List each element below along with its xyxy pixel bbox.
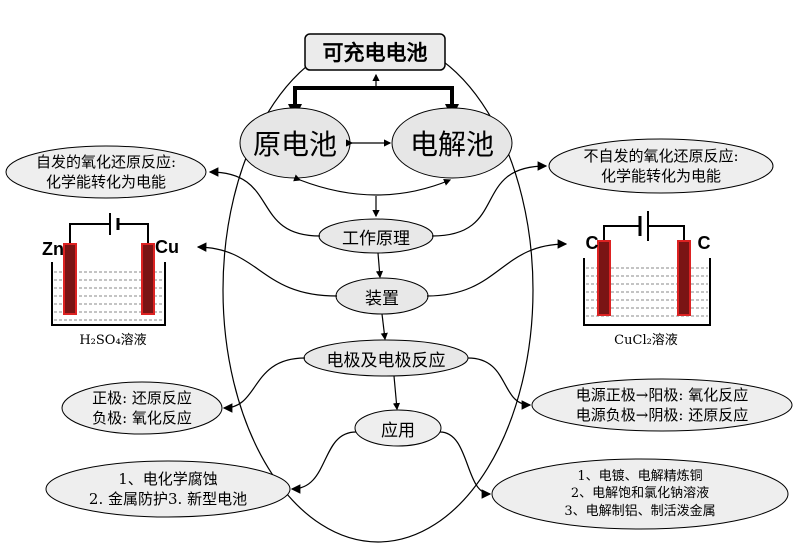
right-electrodes-bubble [531, 378, 793, 432]
left-cell-electrode-right: Cu [155, 236, 179, 257]
left-cell-apparatus [51, 213, 166, 326]
left-principle-line-2: 化学能转化为电能 [45, 173, 166, 191]
right-principle-text: 不自发的氧化还原反应: 化学能转化为电能 [551, 142, 771, 190]
right-application-line-2: 2、电解饱和氯化钠溶液 [570, 486, 710, 502]
right-principle-line-2: 化学能转化为电能 [600, 167, 721, 185]
electrodes-label: 电极及电极反应 [326, 350, 446, 371]
right-principle-bubble [548, 138, 774, 194]
left-principle-line-1: 自发的氧化还原反应: [35, 152, 177, 171]
right-electrodes-line-2: 电源负极→阴极: 还原反应 [575, 406, 749, 424]
right-cell-solution: CuCl₂溶液 [614, 332, 678, 348]
left-electrodes-bubble [61, 381, 223, 435]
right-application-line-1: 1、电镀、电解精炼铜 [577, 468, 703, 484]
left-application-text: 1、电化学腐蚀 2. 金属防护3. 新型电池 [48, 464, 288, 514]
working-principle-label: 工作原理 [342, 228, 410, 249]
electrolytic-cell-label: 电解池 [409, 128, 494, 161]
title-label: 可充电电池 [322, 40, 428, 65]
left-cell-solution: H₂SO₄溶液 [79, 332, 147, 348]
left-application-line-1: 1、电化学腐蚀 [118, 469, 218, 488]
right-cell-electrode-left: C [585, 232, 599, 253]
left-application-bubble [45, 460, 291, 518]
application-label: 应用 [381, 420, 415, 441]
right-application-line-3: 3、电解制铝、制活泼金属 [564, 503, 716, 519]
right-application-text: 1、电镀、电解精炼铜 2、电解饱和氯化钠溶液 3、电解制铝、制活泼金属 [494, 462, 786, 526]
right-cell-electrode-right: C [697, 232, 711, 253]
left-principle-text: 自发的氧化还原反应: 化学能转化为电能 [8, 148, 204, 196]
primary-cell-label: 原电池 [252, 128, 337, 161]
left-electrodes-line-1: 正极: 还原反应 [92, 388, 192, 407]
right-principle-line-1: 不自发的氧化还原反应: [583, 146, 739, 165]
right-electrodes-text: 电源正极→阳极: 氧化反应 电源负极→阴极: 还原反应 [534, 381, 790, 429]
right-application-bubble [491, 458, 789, 530]
left-electrodes-text: 正极: 还原反应 负极: 氧化反应 [64, 384, 220, 432]
right-electrodes-line-1: 电源正极→阳极: 氧化反应 [575, 385, 749, 404]
title-box [304, 33, 446, 71]
left-cell-electrode-left: Zn [42, 238, 64, 259]
left-principle-bubble [5, 145, 207, 199]
bracket-line [293, 86, 454, 112]
left-application-line-2: 2. 金属防护3. 新型电池 [88, 490, 248, 508]
left-electrodes-line-2: 负极: 氧化反应 [92, 409, 192, 427]
device-label: 装置 [365, 288, 399, 309]
right-cell-apparatus [583, 211, 711, 326]
electrolytic-cell-node [391, 107, 513, 179]
